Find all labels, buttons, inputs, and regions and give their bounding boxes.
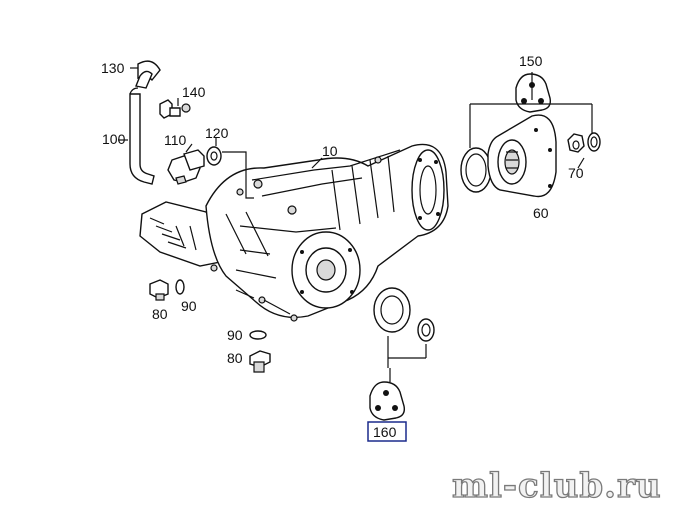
label-80-left: 80: [152, 306, 168, 322]
shaft-seal-part[interactable]: [460, 147, 492, 193]
drain-plug-80-bottom-part[interactable]: [249, 350, 271, 373]
output-seal-part[interactable]: [373, 287, 411, 333]
label-10: 10: [322, 143, 338, 159]
label-160: 160: [373, 424, 397, 440]
breather-hose-part[interactable]: [129, 60, 161, 185]
label-150: 150: [519, 53, 543, 69]
label-140: 140: [182, 84, 206, 100]
label-100: 100: [102, 131, 126, 147]
output-ring-part[interactable]: [417, 318, 435, 342]
breather-valve-part[interactable]: [167, 149, 205, 185]
highlighted-part-160-callout[interactable]: 160: [367, 421, 407, 442]
label-80-bottom: 80: [227, 350, 243, 366]
flange-nut-70-part[interactable]: [567, 132, 601, 153]
label-90-bottom: 90: [227, 327, 243, 343]
hose-clip-part[interactable]: [159, 99, 191, 119]
seal-ring-120-part[interactable]: [206, 146, 222, 166]
drain-plug-80-left-part[interactable]: [149, 279, 169, 301]
label-130: 130: [101, 60, 125, 76]
label-110: 110: [164, 132, 187, 148]
label-60: 60: [533, 205, 549, 221]
label-90-left: 90: [181, 298, 197, 314]
flex-disc-160-part[interactable]: [369, 381, 406, 421]
differential-housing-part[interactable]: [139, 143, 449, 322]
watermark-logo: ml-club.ru: [452, 466, 662, 506]
leader-lines: [118, 67, 593, 382]
part-labels: 130 140 100 110 120 10 150 70 60 80 90 9…: [101, 53, 584, 366]
label-120: 120: [205, 125, 229, 141]
label-70: 70: [568, 165, 584, 181]
seal-ring-90-left-part[interactable]: [175, 279, 185, 295]
drive-flange-60-part[interactable]: [487, 114, 557, 198]
seal-ring-90-bottom-part[interactable]: [249, 330, 267, 340]
flex-disc-150-part[interactable]: [515, 73, 552, 113]
